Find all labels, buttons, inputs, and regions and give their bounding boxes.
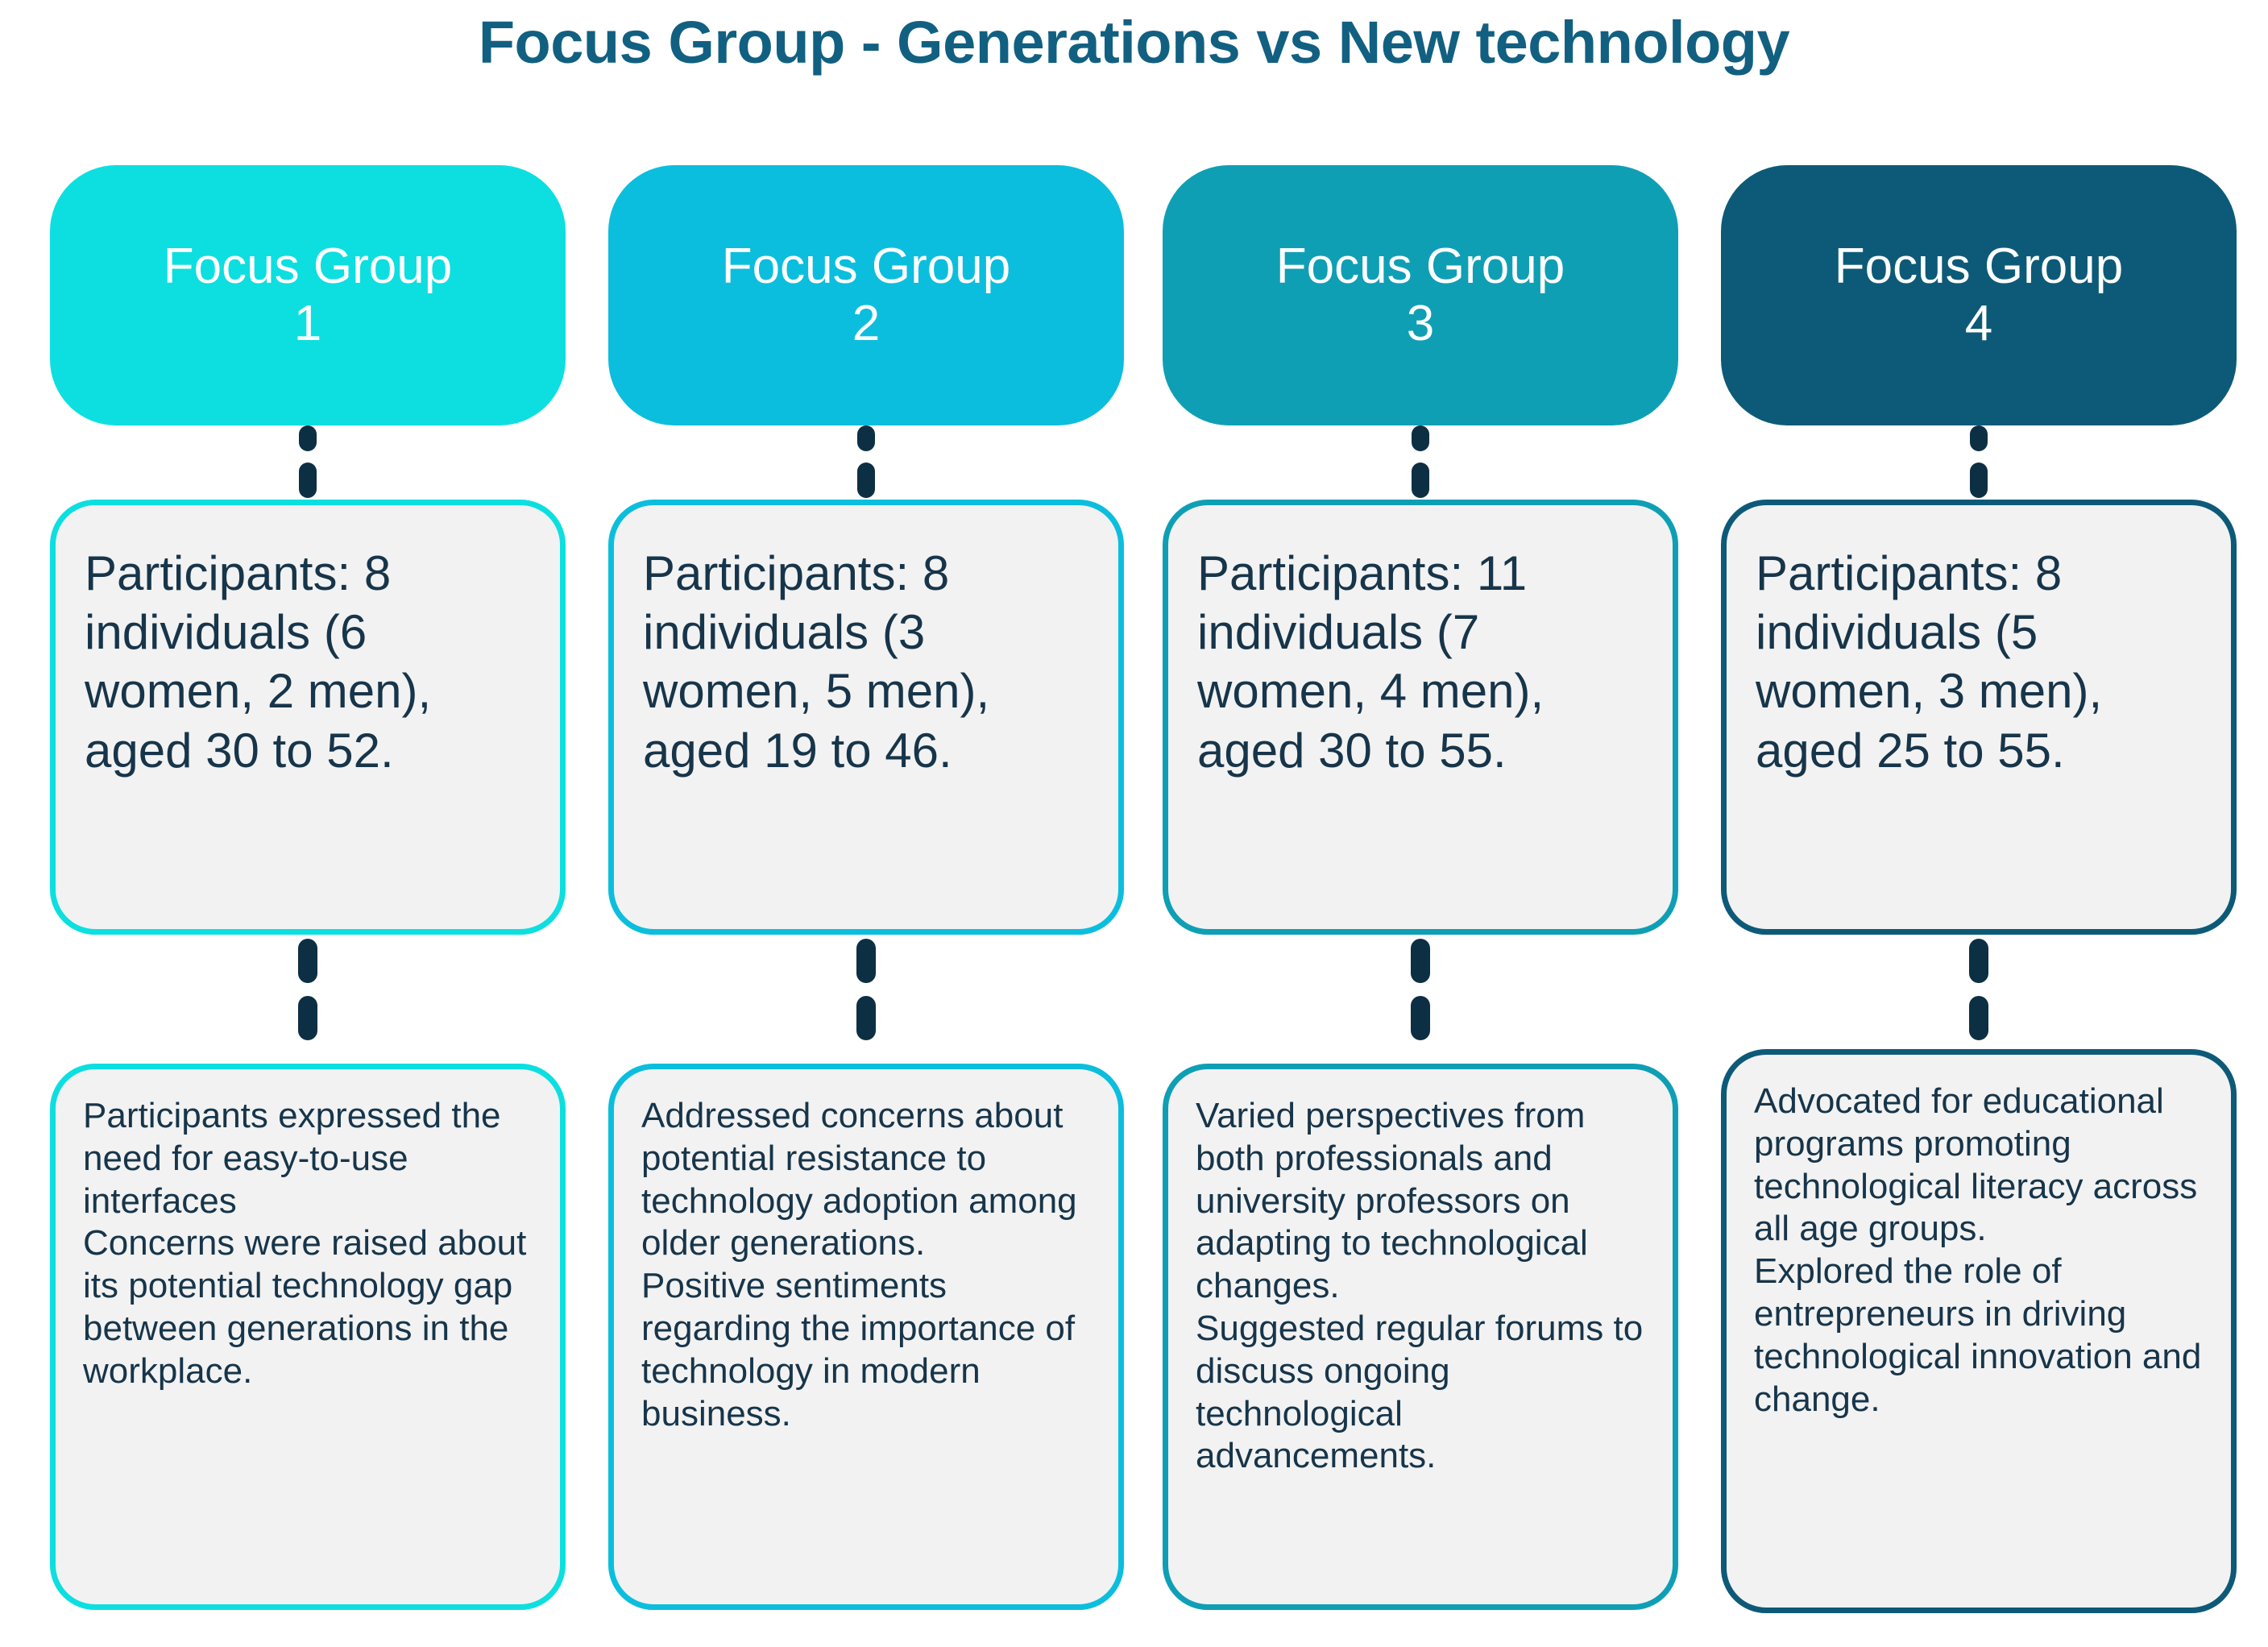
group-header-number-3: 3 bbox=[1406, 295, 1435, 351]
focus-group-column-3: Focus Group 3 Participants: 11 individua… bbox=[1163, 0, 1678, 1647]
finding-item: Participants expressed the need for easy… bbox=[83, 1096, 501, 1221]
connector-dash bbox=[299, 425, 317, 451]
connector-dash bbox=[1970, 463, 1988, 498]
page-title: Focus Group - Generations vs New technol… bbox=[478, 9, 1790, 76]
group-header-label-1: Focus Group bbox=[163, 238, 453, 294]
connector-dash bbox=[1412, 425, 1429, 451]
connector-dash bbox=[1411, 939, 1430, 983]
group-header-2[interactable]: Focus Group 2 bbox=[608, 165, 1124, 425]
findings-card-1: Participants expressed the need for easy… bbox=[50, 1064, 566, 1610]
group-header-number-4: 4 bbox=[1964, 295, 1993, 351]
connector-dash bbox=[857, 463, 875, 498]
finding-item: Explored the role of entrepreneurs in dr… bbox=[1754, 1251, 2202, 1419]
finding-item: Concerns were raised about its potential… bbox=[83, 1223, 527, 1391]
findings-card-3: Varied perspectives from both profession… bbox=[1163, 1064, 1678, 1610]
connector-dash bbox=[299, 463, 317, 498]
connector-header-to-participants-1 bbox=[299, 425, 317, 498]
focus-group-column-4: Focus Group 4 Participants: 8 individual… bbox=[1721, 0, 2237, 1647]
group-header-number-1: 1 bbox=[293, 295, 322, 351]
participants-card-2: Participants: 8 individuals (3 women, 5 … bbox=[608, 500, 1124, 935]
connector-header-to-participants-4 bbox=[1970, 425, 1988, 498]
connector-dash bbox=[1969, 996, 1988, 1040]
finding-item: Suggested regular forums to discuss ongo… bbox=[1196, 1308, 1644, 1476]
connector-dash bbox=[1411, 996, 1430, 1040]
findings-card-4: Advocated for educational programs promo… bbox=[1721, 1049, 2237, 1613]
participants-card-4: Participants: 8 individuals (5 women, 3 … bbox=[1721, 500, 2237, 935]
group-header-4[interactable]: Focus Group 4 bbox=[1721, 165, 2237, 425]
finding-item: Varied perspectives from both profession… bbox=[1196, 1096, 1588, 1306]
participants-card-3: Participants: 11 individuals (7 women, 4… bbox=[1163, 500, 1678, 935]
connector-participants-to-findings-4 bbox=[1969, 939, 1988, 1040]
participants-card-1: Participants: 8 individuals (6 women, 2 … bbox=[50, 500, 566, 935]
connector-dash bbox=[856, 996, 876, 1040]
group-header-label-4: Focus Group bbox=[1834, 238, 2124, 294]
connector-participants-to-findings-3 bbox=[1411, 939, 1430, 1040]
connector-dash bbox=[857, 425, 875, 451]
group-header-3[interactable]: Focus Group 3 bbox=[1163, 165, 1678, 425]
finding-item: Positive sentiments regarding the import… bbox=[641, 1266, 1076, 1433]
connector-header-to-participants-2 bbox=[857, 425, 875, 498]
group-header-label-2: Focus Group bbox=[721, 238, 1011, 294]
group-header-label-3: Focus Group bbox=[1275, 238, 1565, 294]
focus-group-column-2: Focus Group 2 Participants: 8 individual… bbox=[608, 0, 1124, 1647]
connector-dash bbox=[1970, 425, 1988, 451]
connector-dash bbox=[1412, 463, 1429, 498]
connector-dash bbox=[298, 939, 317, 983]
finding-item: Advocated for educational programs promo… bbox=[1754, 1081, 2198, 1249]
group-header-1[interactable]: Focus Group 1 bbox=[50, 165, 566, 425]
connector-participants-to-findings-1 bbox=[298, 939, 317, 1040]
connector-header-to-participants-3 bbox=[1412, 425, 1429, 498]
finding-item: Addressed concerns about potential resis… bbox=[641, 1096, 1077, 1263]
connector-participants-to-findings-2 bbox=[856, 939, 876, 1040]
connector-dash bbox=[298, 996, 317, 1040]
connector-dash bbox=[1969, 939, 1988, 983]
focus-group-column-1: Focus Group 1 Participants: 8 individual… bbox=[50, 0, 566, 1647]
group-header-number-2: 2 bbox=[852, 295, 881, 351]
connector-dash bbox=[856, 939, 876, 983]
findings-card-2: Addressed concerns about potential resis… bbox=[608, 1064, 1124, 1610]
